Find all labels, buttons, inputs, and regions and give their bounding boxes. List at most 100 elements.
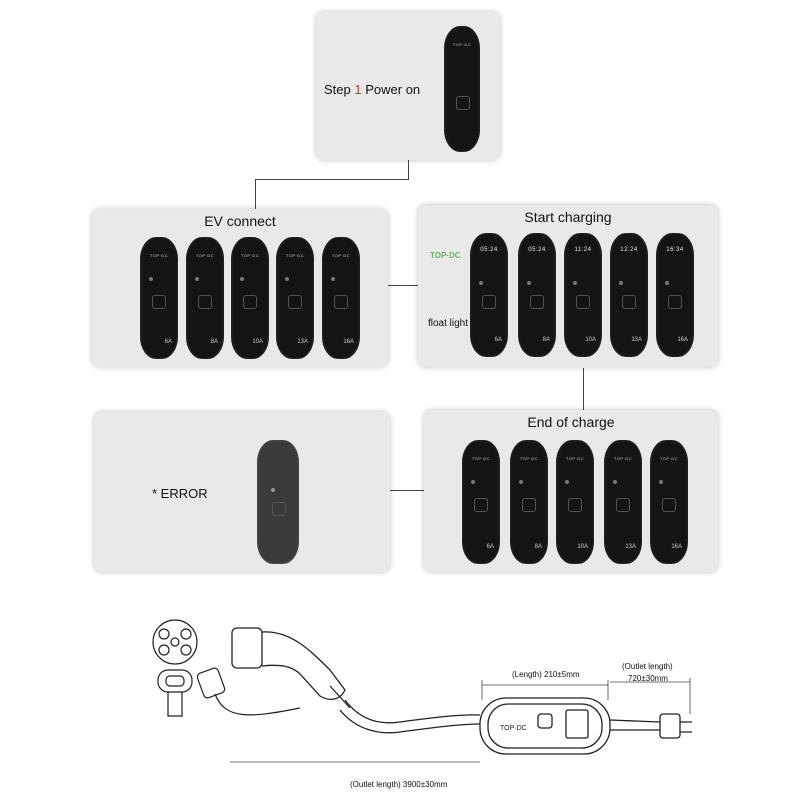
topdc-logo: TOP·DC: [430, 251, 461, 260]
connector-line: [388, 285, 418, 286]
step1-suffix: Power on: [365, 82, 421, 97]
device-button-icon: [474, 498, 488, 512]
amp-label: 8A: [534, 544, 542, 550]
status-led-icon: [479, 281, 483, 285]
time-display: 05:24: [480, 247, 498, 253]
start-charging-device: 05:24 8A: [518, 233, 556, 357]
device-button-icon: [662, 498, 676, 512]
length-label: (Length) 210±5mm: [512, 670, 580, 679]
end-of-charge-device: TOP·DC 16A: [650, 440, 688, 564]
panel-error: * ERROR: [94, 412, 390, 572]
amp-label: 6A: [486, 544, 494, 550]
device-brand: TOP·DC: [331, 253, 351, 258]
time-display: 16:34: [666, 247, 684, 253]
step1-number: 1: [354, 82, 362, 97]
connector-line: [255, 179, 409, 180]
svg-text:TOP·DC: TOP·DC: [500, 725, 527, 732]
ev-connect-title: EV connect: [204, 213, 276, 229]
status-led-icon: [619, 281, 623, 285]
status-led-icon: [665, 281, 669, 285]
connector-line: [583, 368, 584, 410]
status-led-icon: [240, 277, 244, 281]
cable-icon: [339, 699, 481, 734]
device-brand: TOP·DC: [613, 456, 633, 461]
plug-cap-icon: [196, 667, 301, 716]
device-button-icon: [530, 295, 544, 309]
device-button-icon: [334, 295, 348, 309]
end-of-charge-device: TOP·DC 6A: [462, 440, 500, 564]
device-brand: TOP·DC: [659, 456, 679, 461]
status-led-icon: [659, 480, 663, 484]
start-charging-device: 12:24 13A: [610, 233, 648, 357]
end-of-charge-device: TOP·DC 8A: [510, 440, 548, 564]
device-brand: TOP·DC: [149, 253, 169, 258]
status-led-icon: [271, 488, 275, 492]
amp-label: 16A: [677, 337, 688, 343]
amp-label: 13A: [297, 339, 308, 345]
time-display: 11:24: [574, 247, 592, 253]
panel-end-of-charge: End of charge TOP·DC 6A TOP·DC 8A TOP·DC…: [424, 410, 718, 572]
step1-charger-device: TOP·DC: [444, 26, 480, 152]
step1-device-brand: TOP·DC: [452, 42, 472, 47]
device-button-icon: [243, 295, 257, 309]
amp-label: 8A: [542, 337, 550, 343]
status-led-icon: [573, 281, 577, 285]
end-of-charge-device: TOP·DC 13A: [604, 440, 642, 564]
ev-connect-device: TOP·DC 6A: [140, 237, 178, 359]
amp-label: 8A: [210, 339, 218, 345]
status-led-icon: [195, 277, 199, 281]
float-light-label: float light: [428, 318, 469, 329]
device-button-icon: [576, 295, 590, 309]
status-led-icon: [613, 480, 617, 484]
amp-label: 6A: [494, 337, 502, 343]
device-brand: TOP·DC: [471, 456, 491, 461]
amp-label: 6A: [164, 339, 172, 345]
ev-connect-device: TOP·DC 13A: [276, 237, 314, 359]
end-of-charge-title: End of charge: [527, 414, 615, 430]
cable-length-label: (Outlet length) 3900±30mm: [350, 780, 448, 789]
status-led-icon: [149, 277, 153, 281]
cable-drawing: TOP·DC: [152, 619, 692, 763]
panel-step1: Step 1 Power on TOP·DC: [316, 12, 500, 160]
outlet-length-label: (Outlet length): [622, 662, 673, 671]
status-led-icon: [471, 480, 475, 484]
connector-line: [390, 490, 424, 491]
wall-plug-icon: [609, 713, 692, 739]
status-led-icon: [331, 277, 335, 281]
amp-label: 10A: [585, 337, 596, 343]
device-button-icon: [616, 498, 630, 512]
step1-prefix: Step: [324, 82, 351, 97]
amp-label: 13A: [631, 337, 642, 343]
panel-ev-connect: EV connect TOP·DC 6A TOP·DC 8A TOP·DC 10…: [92, 209, 388, 367]
start-charging-device: 11:24 10A: [564, 233, 602, 357]
ev-connect-device: TOP·DC 16A: [322, 237, 360, 359]
amp-label: 10A: [252, 339, 263, 345]
control-box-icon: TOP·DC: [479, 697, 611, 755]
status-led-icon: [565, 480, 569, 484]
device-brand: TOP·DC: [519, 456, 539, 461]
device-brand: TOP·DC: [240, 253, 260, 258]
device-button-icon: [482, 295, 496, 309]
end-of-charge-device: TOP·DC 10A: [556, 440, 594, 564]
ev-connect-device: TOP·DC 8A: [186, 237, 224, 359]
device-button-icon: [522, 498, 536, 512]
amp-label: 16A: [343, 339, 354, 345]
amp-label: 16A: [671, 544, 682, 550]
error-label: * ERROR: [152, 486, 208, 501]
status-led-icon: [519, 480, 523, 484]
device-brand: TOP·DC: [195, 253, 215, 258]
status-led-icon: [285, 277, 289, 281]
device-button-icon: [568, 498, 582, 512]
device-button-icon: [668, 295, 682, 309]
device-button-icon: [272, 502, 286, 516]
connector-line: [255, 179, 256, 209]
start-charging-device: 05:24 6A: [470, 233, 508, 357]
error-device: [257, 440, 299, 564]
connector-line: [408, 160, 409, 180]
outlet-length-value: 720±30mm: [628, 674, 668, 683]
amp-label: 13A: [625, 544, 636, 550]
type2-plug-icon: [231, 627, 351, 709]
device-button-icon: [288, 295, 302, 309]
device-button-icon: [152, 295, 166, 309]
device-button-icon: [622, 295, 636, 309]
